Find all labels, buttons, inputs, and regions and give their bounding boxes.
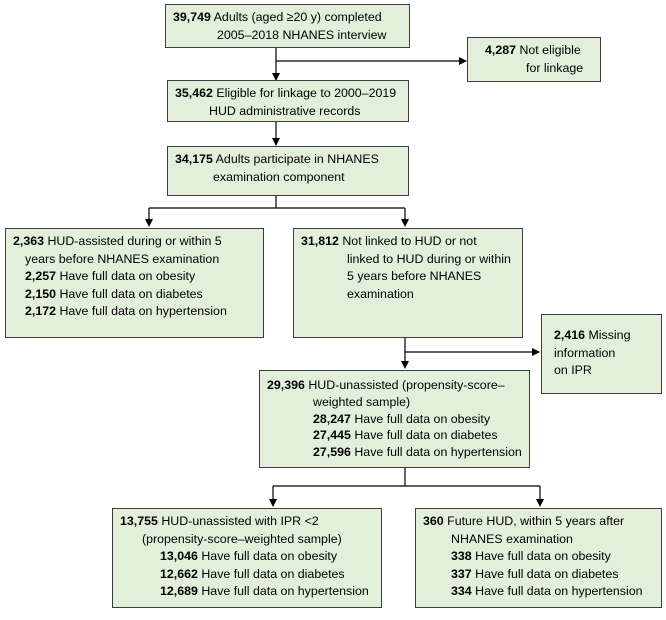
box-line: HUD administrative records	[209, 103, 361, 118]
box-line: 338 Have full data on obesity	[451, 549, 611, 563]
box-line: 2,257 Have full data on obesity	[25, 269, 196, 283]
box-line: (propensity-score–weighted sample)	[142, 531, 342, 546]
box-adults-completed-interview: 39,749 Adults (aged ≥20 y) completed 200…	[165, 4, 410, 48]
box-line: 31,812 Not linked to HUD or not	[301, 234, 477, 248]
box-line: 28,247 Have full data on obesity	[313, 411, 491, 426]
box-line: 39,749 Adults (aged ≥20 y) completed	[173, 10, 382, 24]
box-line: years before NHANES examination	[25, 251, 220, 266]
box-line: 13,046 Have full data on obesity	[160, 549, 338, 563]
box-line: 5 years before NHANES	[347, 269, 482, 283]
box-hud-unassisted: 29,396 HUD-unassisted (propensity-score–…	[259, 370, 530, 468]
box-line: 29,396 HUD-unassisted (propensity-score–	[267, 378, 505, 392]
box-line: weighted sample)	[313, 394, 411, 409]
box-line: 360 Future HUD, within 5 years after	[423, 514, 625, 528]
box-future-hud: 360 Future HUD, within 5 years after NHA…	[415, 508, 662, 608]
box-line: 334 Have full data on hypertension	[451, 584, 643, 598]
box-examination-participants: 34,175 Adults participate in NHANES exam…	[167, 146, 409, 196]
box-not-eligible: 4,287 Not eligible for linkage	[467, 37, 601, 82]
box-line: 2005–2018 NHANES interview	[217, 27, 387, 42]
box-line: 2,416 Missing	[554, 328, 631, 342]
box-line: 337 Have full data on diabetes	[451, 566, 619, 581]
box-hud-unassisted-ipr-under-2: 13,755 HUD-unassisted with IPR <2 (prope…	[112, 508, 382, 608]
box-hud-assisted: 2,363 HUD-assisted during or within 5 ye…	[5, 228, 264, 338]
box-line: 2,150 Have full data on diabetes	[25, 286, 203, 301]
box-line: 2,172 Have full data on hypertension	[25, 304, 227, 318]
box-line: for linkage	[526, 60, 584, 75]
box-line: 27,445 Have full data on diabetes	[313, 428, 498, 443]
box-line: examination component	[213, 169, 345, 184]
box-line: 27,596 Have full data on hypertension	[313, 445, 522, 460]
box-line: 2,363 HUD-assisted during or within 5	[13, 234, 222, 248]
box-not-linked-to-hud: 31,812 Not linked to HUD or not linked t…	[293, 228, 523, 338]
box-line: on IPR	[554, 363, 592, 377]
box-line: NHANES examination	[451, 531, 573, 546]
box-line: 13,755 HUD-unassisted with IPR <2	[120, 514, 319, 528]
box-line: linked to HUD during or within	[347, 251, 511, 266]
box-line: examination	[347, 286, 414, 301]
box-line: 12,689 Have full data on hypertension	[160, 584, 369, 598]
box-line: 34,175 Adults participate in NHANES	[175, 152, 379, 166]
box-line: 4,287 Not eligible	[485, 43, 581, 57]
box-eligible-for-linkage: 35,462 Eligible for linkage to 2000–2019…	[167, 80, 409, 122]
box-line: 12,662 Have full data on diabetes	[160, 566, 345, 581]
box-line: information	[554, 345, 616, 360]
box-missing-ipr: 2,416 Missing information on IPR	[541, 314, 662, 394]
box-line: 35,462 Eligible for linkage to 2000–2019	[175, 86, 397, 100]
